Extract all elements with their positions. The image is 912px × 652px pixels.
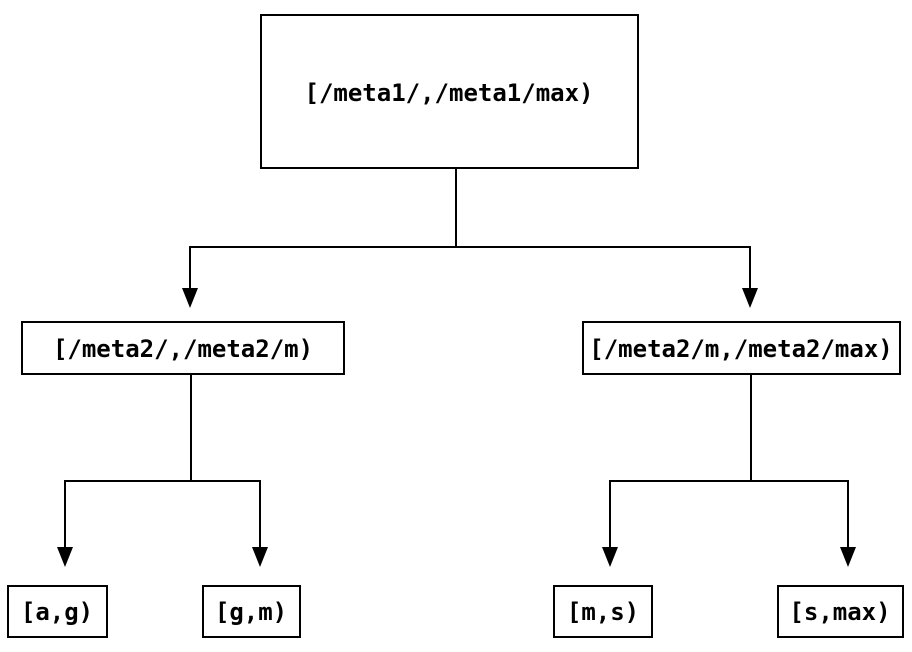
node-root-box bbox=[260, 14, 639, 169]
node-leaf-gm-label: [g,m) bbox=[215, 598, 287, 626]
node-leaf-ms-box bbox=[553, 585, 653, 638]
node-meta2-left: [/meta2/,/meta2/m) bbox=[21, 321, 345, 375]
node-root: [/meta1/,/meta1/max) bbox=[260, 14, 639, 169]
node-leaf-ms-label: [m,s) bbox=[567, 598, 639, 626]
node-leaf-smax: [s,max) bbox=[777, 585, 904, 638]
node-leaf-ag-label: [a,g) bbox=[21, 598, 93, 626]
edge-root-branches bbox=[189, 246, 751, 288]
node-leaf-smax-label: [s,max) bbox=[789, 598, 890, 626]
node-meta2-right: [/meta2/m,/meta2/max) bbox=[582, 321, 901, 375]
node-meta2-left-box bbox=[21, 321, 345, 375]
edge-right-branches bbox=[609, 480, 849, 547]
node-leaf-ms: [m,s) bbox=[553, 585, 653, 638]
node-leaf-smax-box bbox=[777, 585, 904, 638]
node-meta2-right-label: [/meta2/m,/meta2/max) bbox=[589, 335, 892, 363]
down-arrowhead-icon bbox=[602, 547, 618, 567]
down-arrowhead-icon bbox=[57, 547, 73, 567]
down-arrowhead-icon bbox=[742, 288, 758, 308]
node-leaf-ag: [a,g) bbox=[7, 585, 108, 638]
down-arrowhead-icon bbox=[252, 547, 268, 567]
node-leaf-gm-box bbox=[202, 585, 301, 638]
node-meta2-left-label: [/meta2/,/meta2/m) bbox=[53, 335, 313, 363]
edge-left-branches bbox=[64, 480, 261, 547]
node-meta2-right-box bbox=[582, 321, 901, 375]
down-arrowhead-icon bbox=[182, 288, 198, 308]
node-leaf-ag-box bbox=[7, 585, 108, 638]
down-arrowhead-icon bbox=[840, 547, 856, 567]
node-root-label: [/meta1/,/meta1/max) bbox=[305, 79, 594, 107]
node-leaf-gm: [g,m) bbox=[202, 585, 301, 638]
